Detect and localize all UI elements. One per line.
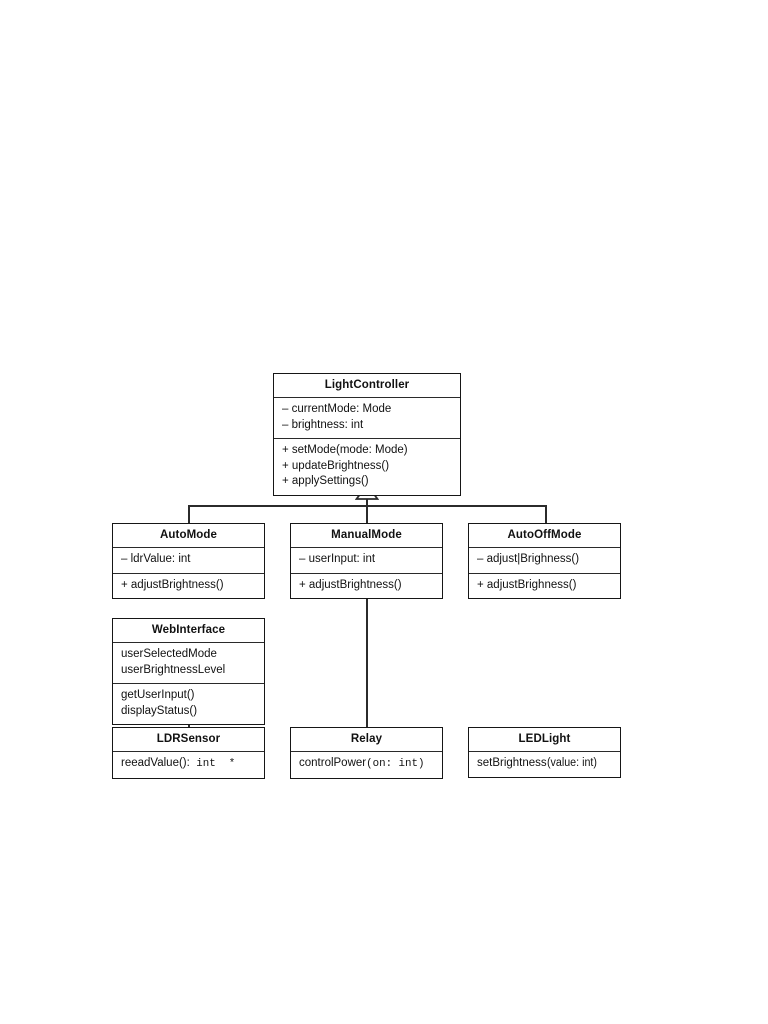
class-name-ldrsensor: LDRSensor [156, 733, 221, 745]
attribute-row: – brightness: int [282, 418, 364, 431]
class-operations-ldrsensor: reeadValue(): int * [113, 751, 264, 778]
operation-signature: (value: int) [546, 757, 597, 769]
class-operations-automode: + adjustBrightness() [113, 572, 264, 599]
class-operations-ledlight: setBrightness(value: int) [469, 751, 620, 777]
attribute-row: userSelectedMode [121, 648, 217, 660]
operation-row: getUserInput() [121, 689, 195, 701]
connector-drop-automode [188, 505, 190, 523]
class-operations-webinterface: getUserInput() displayStatus() [113, 683, 264, 724]
class-name-relay: Relay [350, 733, 383, 745]
class-box-ledlight[interactable]: LEDLight setBrightness(value: int) [468, 727, 621, 778]
class-name-manualmode: ManualMode [331, 529, 402, 541]
operation-row: displayStatus() [121, 704, 198, 717]
connector-drop-autooffmode [545, 505, 547, 523]
class-operations-relay: controlPower(on: int) [291, 751, 442, 778]
class-operations-lightcontroller: + setMode(mode: Mode) + updateBrightness… [274, 438, 460, 495]
class-name-ledlight: LEDLight [518, 733, 571, 745]
class-attributes-autooffmode: – adjust|Brighness() [469, 547, 620, 573]
operation-row: + setMode(mode: Mode) [282, 444, 408, 456]
attribute-row: – userInput: int [299, 553, 376, 565]
class-name-lightcontroller: LightController [324, 379, 410, 391]
class-box-autooffmode[interactable]: AutoOffMode – adjust|Brighness() + adjus… [468, 523, 621, 599]
class-attributes-manualmode: – userInput: int [291, 547, 442, 573]
operation-signature: (on: int) [366, 758, 425, 770]
class-name-autooffmode: AutoOffMode [507, 529, 582, 541]
operation-text: reeadValue(): [121, 757, 190, 769]
class-box-manualmode[interactable]: ManualMode – userInput: int + adjustBrig… [290, 523, 443, 599]
operation-row: controlPower(on: int) [299, 756, 434, 773]
operation-row: + adjustBrighness() [477, 578, 577, 591]
class-attributes-lightcontroller: – currentMode: Mode – brightness: int [274, 397, 460, 438]
class-box-lightcontroller[interactable]: LightController – currentMode: Mode – br… [273, 373, 461, 496]
operation-row: + adjustBrightness() [121, 578, 224, 591]
operation-row: + applySettings() [282, 475, 369, 487]
class-box-relay[interactable]: Relay controlPower(on: int) [290, 727, 443, 779]
class-name-webinterface: WebInterface [151, 624, 226, 636]
class-attributes-automode: – ldrValue: int [113, 547, 264, 573]
attribute-row: userBrightnessLevel [121, 663, 226, 676]
attribute-row: – adjust|Brighness() [477, 553, 580, 565]
operation-row: reeadValue(): int * [121, 756, 256, 773]
class-box-ldrsensor[interactable]: LDRSensor reeadValue(): int * [112, 727, 265, 779]
class-box-automode[interactable]: AutoMode – ldrValue: int + adjustBrightn… [112, 523, 265, 599]
attribute-row: – currentMode: Mode [282, 403, 392, 415]
connector-manualmode-relay [366, 594, 368, 727]
class-box-webinterface[interactable]: WebInterface userSelectedMode userBright… [112, 618, 265, 725]
connector-drop-manualmode [366, 505, 368, 523]
operation-text: controlPower [299, 757, 367, 769]
class-attributes-webinterface: userSelectedMode userBrightnessLevel [113, 642, 264, 683]
connector-lightcontroller-stem [366, 497, 368, 507]
operation-row: + updateBrightness() [282, 459, 390, 472]
class-name-automode: AutoMode [159, 529, 217, 541]
operation-text: setBrightness [477, 757, 547, 769]
class-operations-manualmode: + adjustBrightness() [291, 572, 442, 599]
operation-row: + adjustBrightness() [299, 578, 402, 591]
operation-row: setBrightness(value: int) [477, 756, 612, 772]
operation-signature: int * [189, 758, 236, 770]
attribute-row: – ldrValue: int [121, 553, 191, 565]
class-operations-autooffmode: + adjustBrighness() [469, 572, 620, 599]
